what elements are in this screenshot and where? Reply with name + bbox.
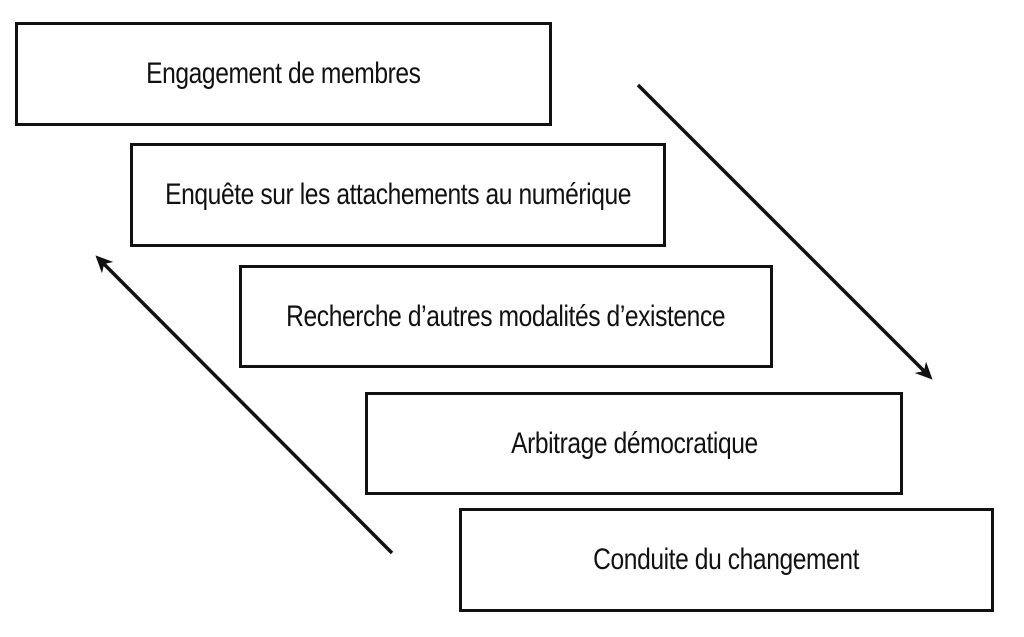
step-box-arbitrage: Arbitrage démocratique [365, 392, 903, 495]
step-label: Enquête sur les attachements au numériqu… [165, 178, 631, 211]
step-box-enquete: Enquête sur les attachements au numériqu… [130, 143, 666, 247]
step-box-engagement: Engagement de membres [15, 22, 552, 126]
step-label: Arbitrage démocratique [510, 426, 758, 460]
step-box-recherche: Recherche d’autres modalités d’existence [239, 265, 773, 368]
step-label: Conduite du changement [593, 543, 860, 576]
step-label: Recherche d’autres modalités d’existence [286, 299, 726, 333]
step-box-conduite: Conduite du changement [459, 508, 994, 612]
step-label: Engagement de membres [146, 57, 421, 90]
